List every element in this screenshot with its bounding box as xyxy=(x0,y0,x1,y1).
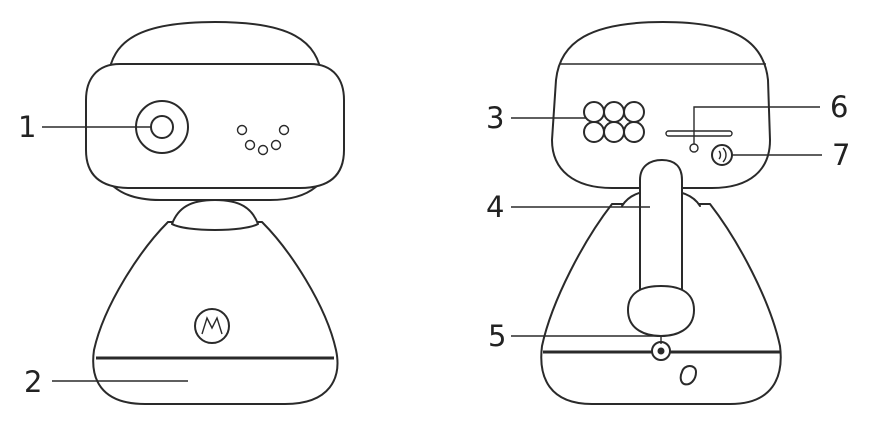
callout-number-7: 7 xyxy=(832,138,850,172)
callout-numbers: 1 2 3 4 5 6 7 xyxy=(18,90,850,399)
wifi-pair-icon xyxy=(711,144,733,166)
sensor-dot xyxy=(270,139,282,151)
callout-number-1: 1 xyxy=(18,110,36,144)
front-view xyxy=(85,21,345,405)
mount-arm xyxy=(639,159,683,301)
callout-number-5: 5 xyxy=(488,319,506,353)
motorola-logo-icon xyxy=(194,308,230,344)
back-view xyxy=(540,21,782,405)
front-neck xyxy=(171,199,259,231)
front-face-panel xyxy=(85,63,345,189)
callout-lines xyxy=(42,106,822,382)
callout-number-2: 2 xyxy=(24,365,42,399)
status-led xyxy=(689,143,699,153)
sensor-dot xyxy=(257,144,269,156)
power-port-icon xyxy=(651,341,671,361)
mount-foot xyxy=(627,285,695,337)
callout-number-3: 3 xyxy=(486,101,504,135)
sensor-dots xyxy=(236,124,290,156)
speaker-grille xyxy=(583,101,645,143)
callout-line-6 xyxy=(693,106,820,144)
sensor-dot xyxy=(278,124,290,136)
camera-lens-inner xyxy=(150,115,174,139)
callout-line-5 xyxy=(511,335,662,344)
vent-slot xyxy=(665,130,733,137)
sensor-dot xyxy=(244,139,256,151)
callout-number-4: 4 xyxy=(486,190,504,224)
sensor-dot xyxy=(236,124,248,136)
callout-number-6: 6 xyxy=(830,90,848,124)
back-mount-hole xyxy=(679,365,697,386)
